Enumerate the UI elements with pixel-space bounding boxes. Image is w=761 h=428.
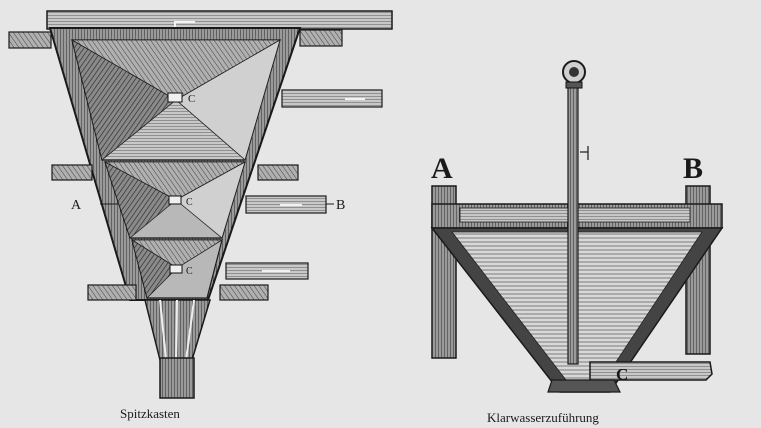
beam-low-right [219, 284, 269, 301]
label-b-right: B [683, 152, 703, 185]
stage-two: C [104, 161, 246, 239]
klarwasser-figure: A B C [430, 60, 724, 393]
stage-one: C [70, 39, 282, 161]
beam-mid-right [257, 164, 299, 181]
label-a-left: A [71, 198, 82, 213]
feed-pipe [567, 77, 579, 365]
label-b-left: B [336, 198, 345, 213]
stage-three: C [130, 239, 224, 299]
beam-top-left [8, 31, 52, 49]
label-c-right: C [616, 365, 628, 384]
spitzkasten-figure: C C A B C [8, 10, 393, 399]
caption-spitzkasten: Spitzkasten [120, 406, 180, 421]
label-a-right: A [431, 152, 453, 185]
discharge-pipes [144, 299, 212, 399]
outlet-channel-c [589, 361, 713, 381]
inlet-channel [46, 10, 393, 30]
beam-mid-left [51, 164, 93, 181]
svg-text:C: C [188, 93, 195, 105]
outlet-channel-one [281, 89, 383, 108]
beam-top-right [299, 29, 343, 47]
beam-low-left [87, 284, 137, 301]
svg-text:C: C [186, 197, 193, 208]
caption-klarwasser: Klarwasserzuführung [487, 410, 599, 425]
svg-text:C: C [186, 266, 193, 277]
